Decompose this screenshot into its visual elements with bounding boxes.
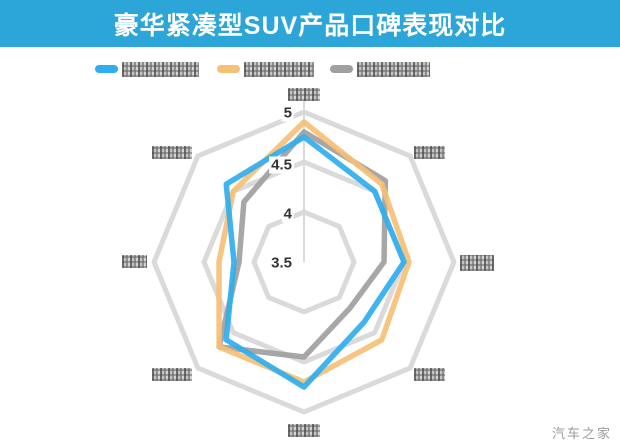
legend-swatch-gray [330, 65, 353, 73]
axis-label-upper-right-censored [414, 146, 445, 159]
watermark-autohome: 汽车之家 [551, 426, 612, 441]
legend-item-blue[interactable] [95, 58, 199, 80]
tick-label-3-5: 3.5 [269, 254, 294, 272]
legend-swatch-blue [95, 65, 118, 73]
axis-label-lower-right-censored [414, 368, 445, 381]
legend-item-gray[interactable] [330, 58, 430, 80]
axis-label-top-censored [288, 88, 320, 101]
axis-label-lower-left-censored [152, 368, 192, 381]
legend-swatch-orange [217, 65, 240, 73]
legend-label-censored [122, 61, 199, 77]
axis-label-bottom-censored [288, 424, 320, 437]
tick-label-4: 4 [281, 205, 294, 223]
title-bar: 豪华紧凑型SUV产品口碑表现对比 [0, 0, 620, 47]
axis-label-left-censored [122, 255, 147, 268]
legend-label-censored [244, 61, 314, 77]
axis-label-upper-left-censored [152, 146, 192, 159]
tick-label-5: 5 [281, 104, 294, 122]
tick-label-4-5: 4.5 [269, 156, 294, 174]
legend-label-censored [357, 61, 430, 77]
page-title: 豪华紧凑型SUV产品口碑表现对比 [113, 11, 507, 40]
axis-label-right-censored [460, 255, 494, 271]
legend-item-orange[interactable] [217, 58, 314, 80]
